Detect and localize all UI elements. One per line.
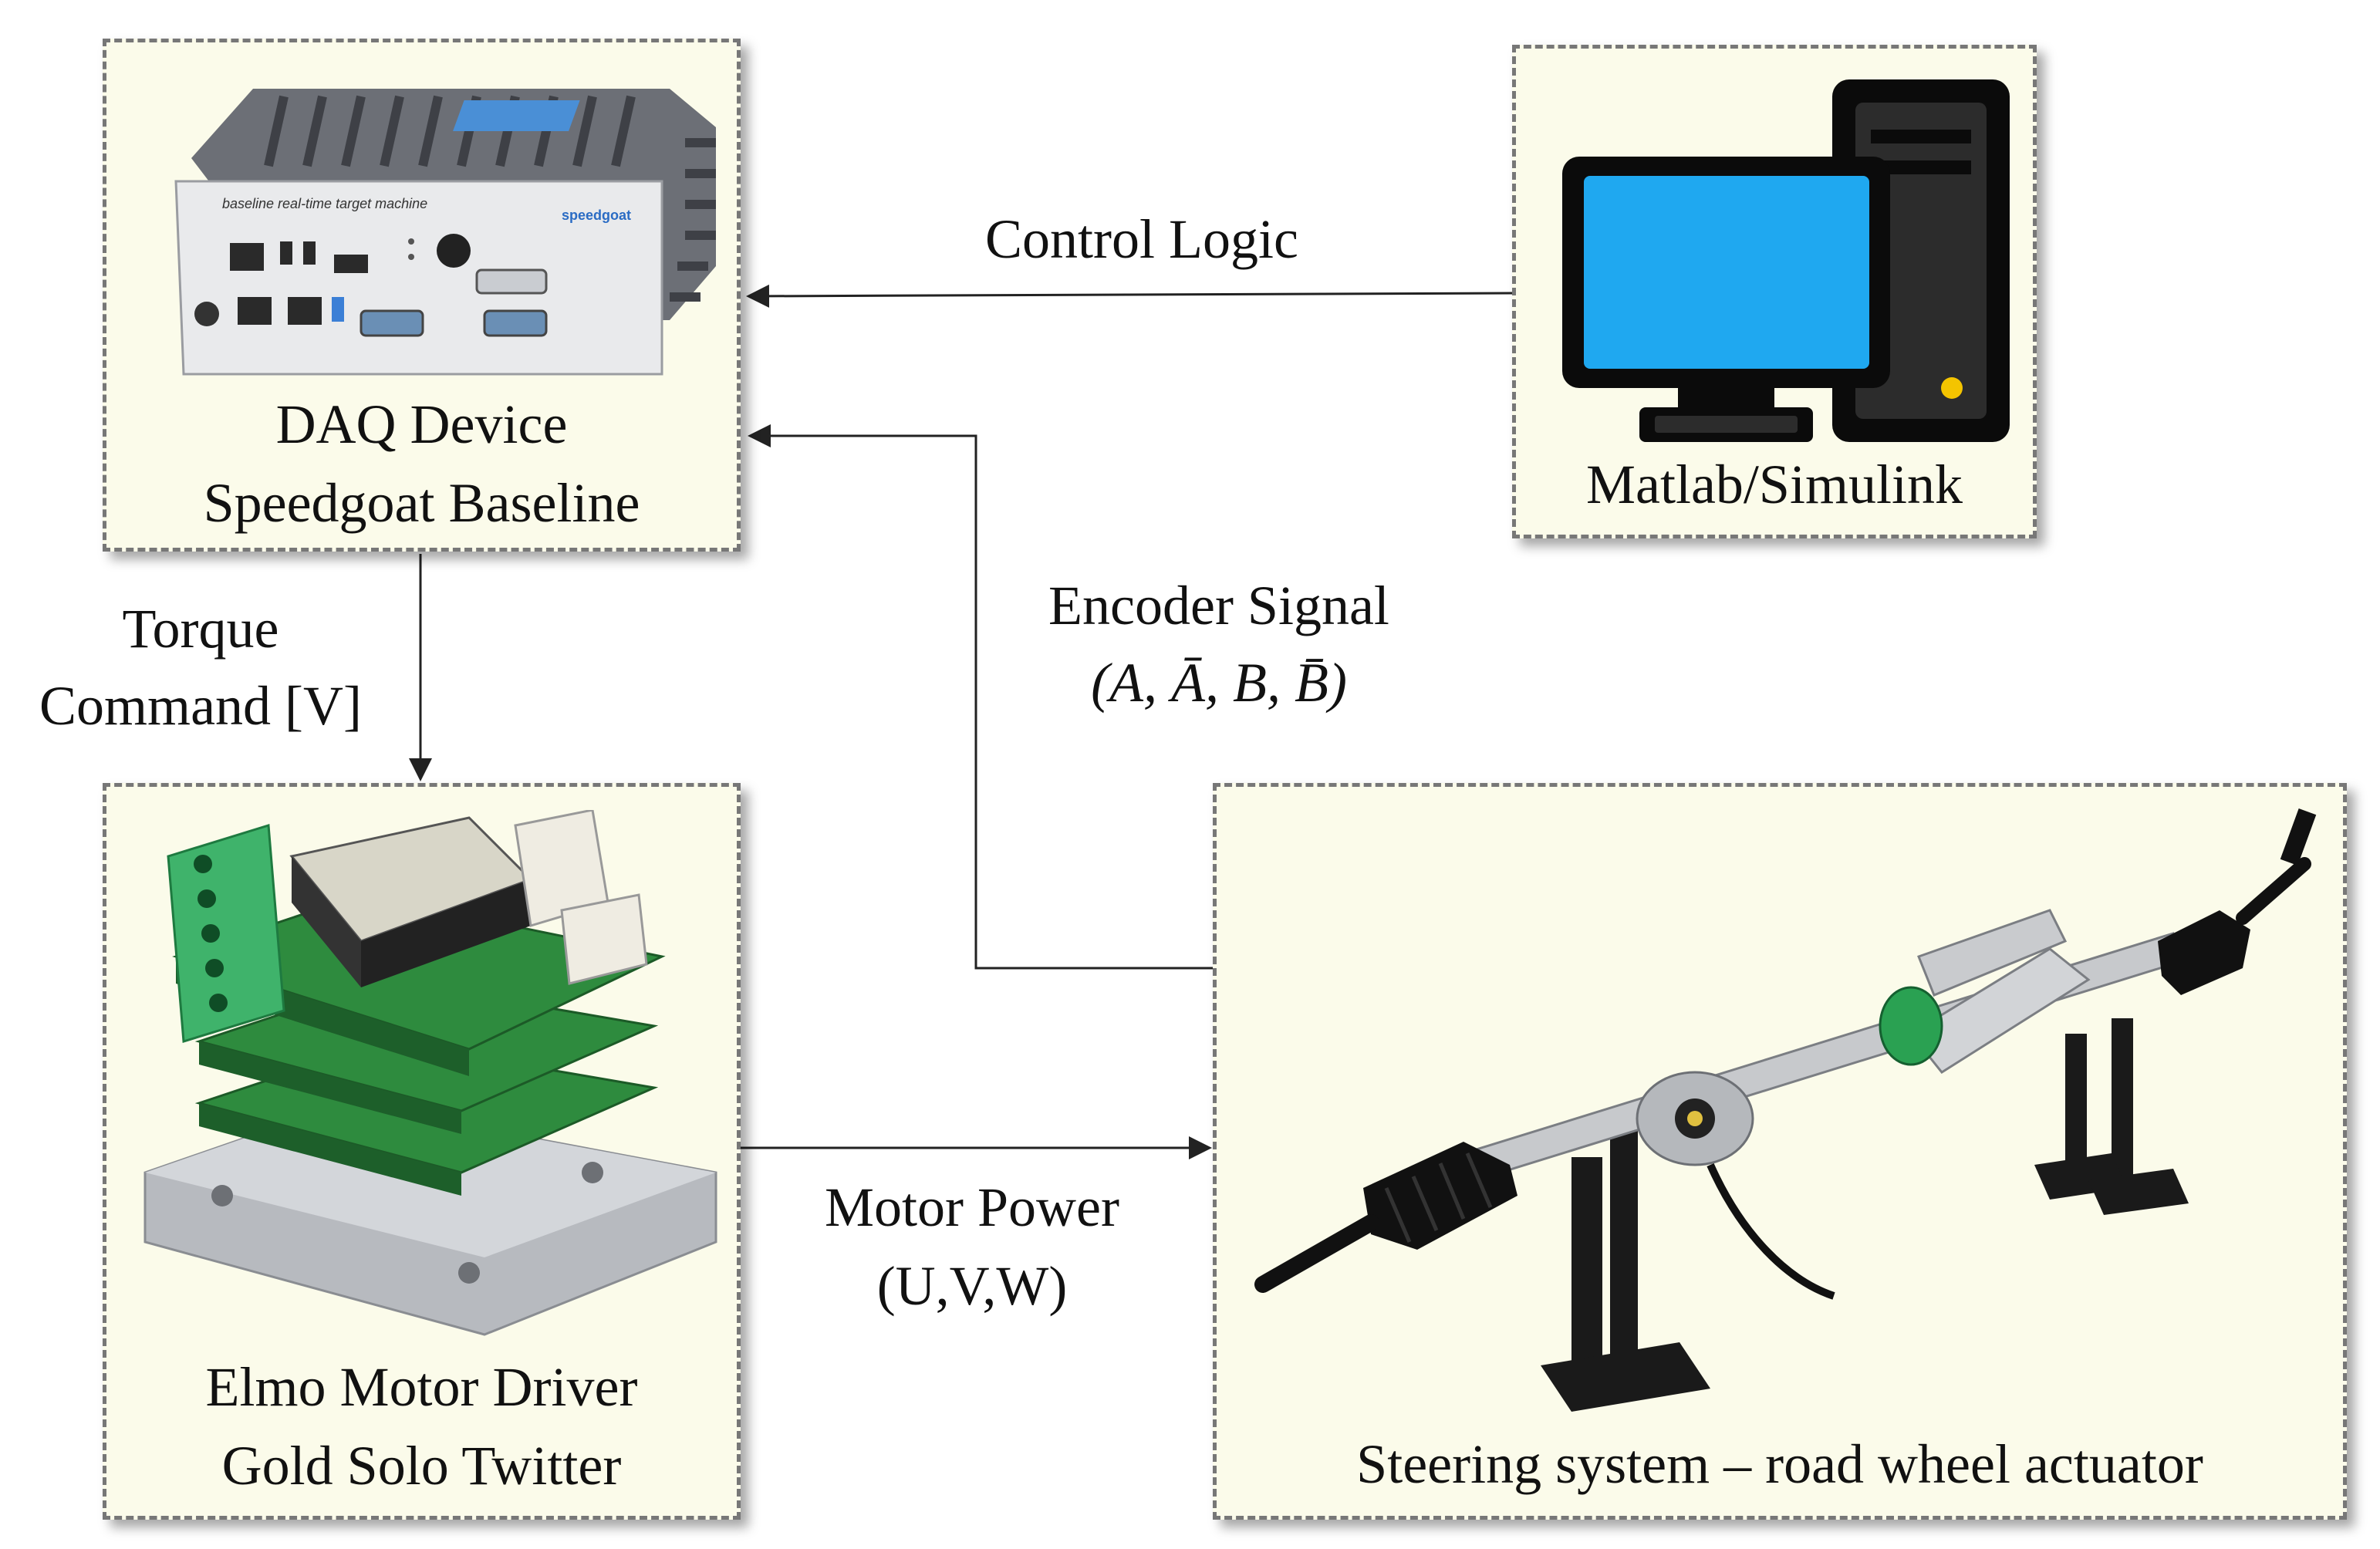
matlab-simulink-box: Matlab/Simulink (1512, 45, 2037, 538)
desktop-computer-icon (1562, 79, 2010, 442)
steering-caption: Steering system – road wheel actuator (1356, 1433, 2203, 1495)
torque-command-label-line1: Torque (122, 598, 279, 660)
daq-caption-line1: DAQ Device (275, 393, 568, 455)
pc-caption: Matlab/Simulink (1585, 454, 1963, 515)
motor-power-phases: (U,V,W) (876, 1255, 1068, 1317)
motor-driver-box: Elmo Motor Driver Gold Solo Twitter (103, 783, 741, 1520)
steering-rack-image (1254, 808, 2317, 1412)
daq-caption-line2: Speedgoat Baseline (203, 472, 640, 534)
driver-caption-line1: Elmo Motor Driver (205, 1356, 638, 1418)
steering-system-box: Steering system – road wheel actuator (1213, 783, 2347, 1520)
daq-device-box: baseline real-time target machine speedg… (103, 39, 741, 552)
control-logic-label: Control Logic (985, 208, 1298, 270)
device-brand-text: speedgoat (562, 208, 631, 223)
motor-power-label: Motor Power (825, 1176, 1119, 1238)
encoder-signal-arrow (748, 424, 1213, 970)
control-logic-arrow (746, 284, 1513, 308)
driver-caption-line2: Gold Solo Twitter (221, 1435, 622, 1497)
daq-device-image: baseline real-time target machine speedg… (174, 89, 716, 376)
encoder-signal-label: Encoder Signal (1048, 575, 1389, 636)
motor-driver-image (143, 810, 717, 1336)
encoder-signal-phases: (A, Ā, B, B̄) (1091, 652, 1347, 714)
torque-command-label-line2: Command [V] (39, 675, 362, 737)
device-model-text: baseline real-time target machine (222, 196, 427, 211)
